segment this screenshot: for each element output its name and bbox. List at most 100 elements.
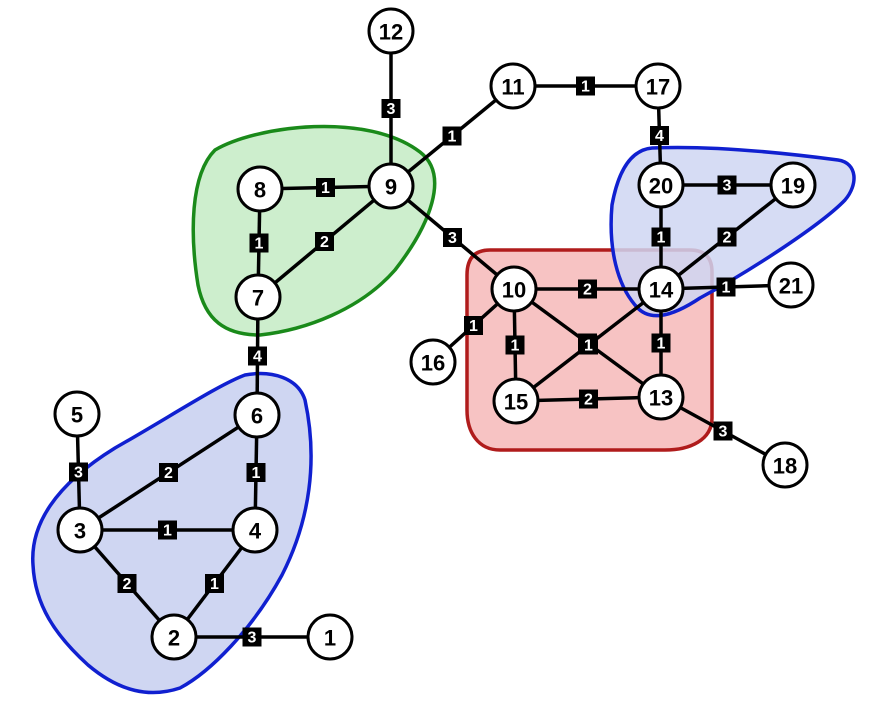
node-label: 19 xyxy=(781,174,805,199)
weight-label: 3 xyxy=(248,630,257,647)
weight-box xyxy=(578,279,597,299)
node-label: 16 xyxy=(421,351,445,376)
weight-label: 2 xyxy=(320,234,329,251)
node-circle xyxy=(409,338,457,386)
edge-weight-14-19: 2 xyxy=(717,227,737,247)
node-label: 1 xyxy=(324,626,336,651)
edge-weight-5-3: 3 xyxy=(69,462,88,482)
edge-weight-20-19: 3 xyxy=(717,175,737,195)
weight-label: 2 xyxy=(584,392,593,409)
node-circle xyxy=(634,62,682,110)
weight-box xyxy=(443,228,462,247)
node-4: 4 xyxy=(231,506,279,554)
weight-box xyxy=(246,463,266,482)
weight-label: 1 xyxy=(584,338,593,355)
weight-box xyxy=(716,277,736,297)
node-circle xyxy=(367,7,415,55)
weight-box xyxy=(158,520,177,540)
node-circle xyxy=(637,161,685,209)
weight-label: 4 xyxy=(655,128,664,145)
node-label: 3 xyxy=(74,519,86,544)
weight-box xyxy=(205,574,224,593)
weight-box xyxy=(249,233,269,253)
edge-weight-14-21: 1 xyxy=(716,277,736,297)
weight-label: 1 xyxy=(657,230,666,247)
weight-label: 1 xyxy=(657,336,666,353)
weight-box xyxy=(579,389,598,409)
weight-box xyxy=(717,175,737,195)
weight-label: 1 xyxy=(163,523,172,540)
node-9: 9 xyxy=(367,162,415,210)
weight-box xyxy=(717,227,737,247)
weight-box xyxy=(248,346,267,366)
node-12: 12 xyxy=(367,7,415,55)
weight-label: 1 xyxy=(722,280,731,297)
edge-weight-8-9: 1 xyxy=(316,178,335,197)
weight-label: 1 xyxy=(448,129,457,146)
weight-label: 1 xyxy=(210,576,219,593)
node-circle xyxy=(637,373,685,421)
weight-label: 2 xyxy=(723,230,732,247)
edge-weight-3-6: 2 xyxy=(159,463,178,482)
edge-weight-10-15: 1 xyxy=(505,335,525,355)
node-label: 9 xyxy=(385,175,397,200)
edge-weight-8-7: 1 xyxy=(249,233,269,253)
weight-box xyxy=(651,227,671,247)
node-circle xyxy=(236,165,284,213)
node-13: 13 xyxy=(637,373,685,421)
node-label: 14 xyxy=(649,278,674,303)
cluster-green xyxy=(191,124,437,337)
node-15: 15 xyxy=(492,377,540,425)
weight-box xyxy=(651,333,671,353)
node-20: 20 xyxy=(637,161,685,209)
weight-label: 1 xyxy=(581,79,590,96)
edge-weight-17-20: 4 xyxy=(650,126,669,145)
edge-weight-20-14: 1 xyxy=(651,227,671,247)
weight-label: 3 xyxy=(448,230,457,247)
node-label: 20 xyxy=(649,174,673,199)
cluster-layer xyxy=(31,124,856,695)
node-circle xyxy=(367,162,415,210)
node-5: 5 xyxy=(53,390,101,438)
weight-box xyxy=(650,126,669,145)
weight-box xyxy=(576,76,595,96)
node-label: 17 xyxy=(646,75,670,100)
node-circle xyxy=(637,265,685,313)
edge-weight-14-13: 1 xyxy=(651,333,671,353)
node-label: 15 xyxy=(504,390,528,415)
edge-weight-6-4: 1 xyxy=(246,463,266,482)
weight-box xyxy=(117,574,137,593)
weight-label: 1 xyxy=(469,318,478,335)
node-label: 8 xyxy=(254,178,266,203)
node-3: 3 xyxy=(56,506,104,554)
node-circle xyxy=(234,273,282,321)
weight-box xyxy=(242,627,262,647)
weight-label: 3 xyxy=(74,465,83,482)
edge-weight-layer: 3211231412131314312121131123 xyxy=(69,76,737,647)
node-19: 19 xyxy=(769,161,817,209)
node-label: 10 xyxy=(502,278,526,303)
node-label: 2 xyxy=(168,626,180,651)
edge-weight-9-11: 1 xyxy=(442,126,462,146)
edge-weight-15-13: 2 xyxy=(579,389,598,409)
node-circle xyxy=(767,261,815,309)
node-8: 8 xyxy=(236,165,284,213)
node-circle xyxy=(769,161,817,209)
edge-weight-3-2: 2 xyxy=(117,574,137,593)
node-label: 11 xyxy=(501,75,524,100)
edge-weight-2-4: 1 xyxy=(205,574,224,593)
node-1: 1 xyxy=(306,613,354,661)
node-2: 2 xyxy=(150,613,198,661)
weight-label: 1 xyxy=(255,236,264,253)
edge-weight-2-1: 3 xyxy=(242,627,262,647)
node-6: 6 xyxy=(233,391,281,439)
node-18: 18 xyxy=(761,441,809,489)
node-circle xyxy=(231,506,279,554)
node-label: 7 xyxy=(252,286,264,311)
node-label: 18 xyxy=(773,454,797,479)
weight-label: 2 xyxy=(164,465,173,482)
edge-weight-9-10: 3 xyxy=(443,228,462,247)
node-label: 21 xyxy=(779,274,803,299)
node-circle xyxy=(56,506,104,554)
